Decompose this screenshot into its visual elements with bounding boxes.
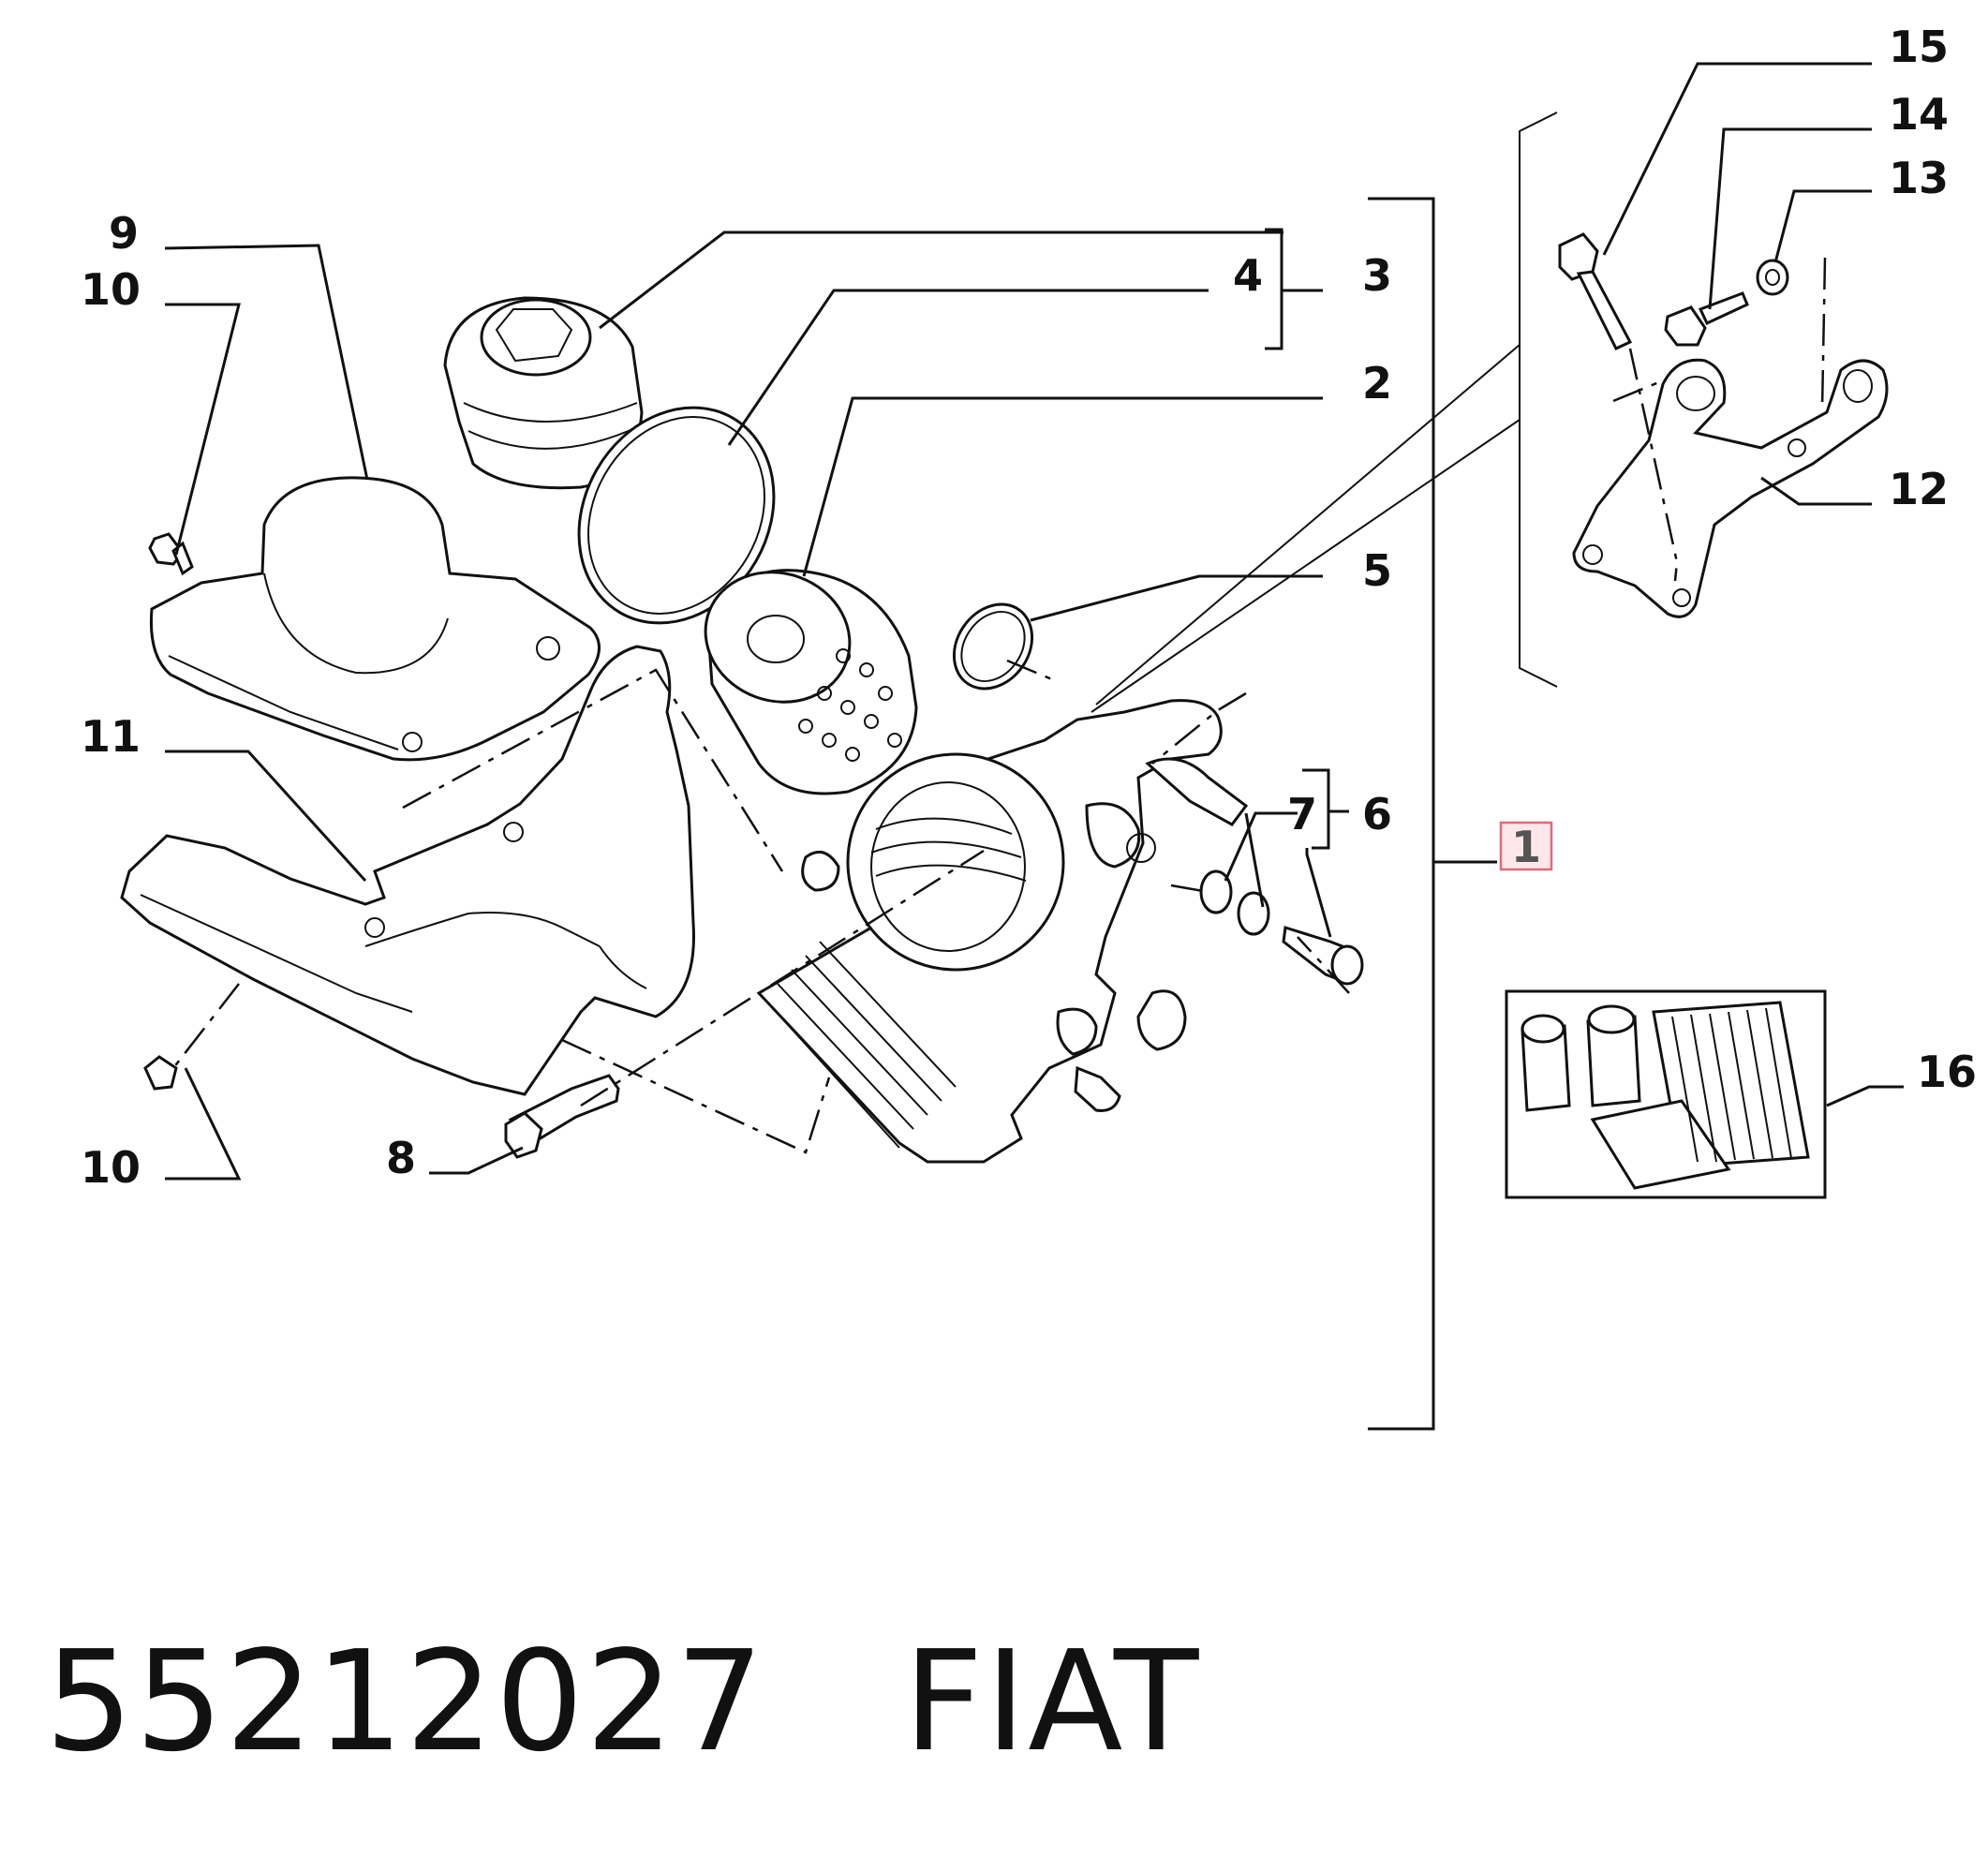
- part-14-bolt: [1664, 291, 1749, 347]
- part-4-o-ring: [577, 406, 776, 625]
- part-5-small-seal: [952, 602, 1034, 691]
- callout-10-upper: 10: [81, 264, 141, 315]
- brand-name: FIAT: [903, 1621, 1201, 1782]
- assembly-bracket-1: [1368, 197, 1497, 1431]
- callout-9: 9: [109, 208, 139, 259]
- bracket-6-7: [1302, 768, 1349, 850]
- callout-5: 5: [1362, 545, 1392, 596]
- part-caption: 55212027 FIAT: [45, 1621, 1200, 1782]
- part-number: 55212027: [45, 1621, 766, 1782]
- part-11-lower-shield: [120, 645, 695, 1096]
- callout-6: 6: [1362, 789, 1392, 839]
- callout-13: 13: [1889, 153, 1949, 203]
- callout-14: 14: [1889, 89, 1949, 140]
- callout-15: 15: [1889, 22, 1949, 72]
- callout-11: 11: [81, 711, 141, 762]
- callout-2: 2: [1362, 358, 1392, 409]
- part-16-service-kit: [1505, 989, 1827, 1199]
- callout-12: 12: [1889, 464, 1949, 514]
- part-15-bolt: [1558, 232, 1633, 350]
- part-2-filter-element: [704, 569, 918, 795]
- callout-8: 8: [386, 1133, 416, 1183]
- bracket-3-4: [1265, 228, 1323, 350]
- assembly-guide-lines: [172, 257, 1827, 1154]
- filter-perforation-pattern: [798, 648, 902, 762]
- callout-10-lower: 10: [81, 1142, 141, 1193]
- callout-7: 7: [1287, 789, 1317, 839]
- callout-1: 1: [1511, 822, 1541, 872]
- part-7-washers: [1199, 869, 1270, 936]
- callout-labels: 1 2 3 4 5 6 7 8 9 10 10 11 12 13 14 15 1…: [81, 22, 1977, 1193]
- callout-3: 3: [1362, 250, 1392, 301]
- callout-4: 4: [1233, 250, 1263, 301]
- part-9-upper-cover: [149, 476, 601, 762]
- part-10-bolt-upper: [148, 532, 194, 576]
- part-6-bolt: [1282, 926, 1364, 986]
- bracket-12-15-detail: [1519, 111, 1558, 688]
- callout-1-highlight[interactable]: 1: [1499, 821, 1553, 872]
- part-10-bolt-lower: [143, 1055, 178, 1091]
- part-13-washer: [1756, 259, 1789, 296]
- part-1-filter-housing: [756, 699, 1249, 1164]
- part-3-filter-cap: [443, 296, 644, 490]
- part-8-bolt: [504, 1074, 620, 1159]
- part-12-mounting-bracket: [1572, 358, 1889, 618]
- callout-16: 16: [1917, 1047, 1977, 1097]
- leader-lines: [164, 62, 1904, 1181]
